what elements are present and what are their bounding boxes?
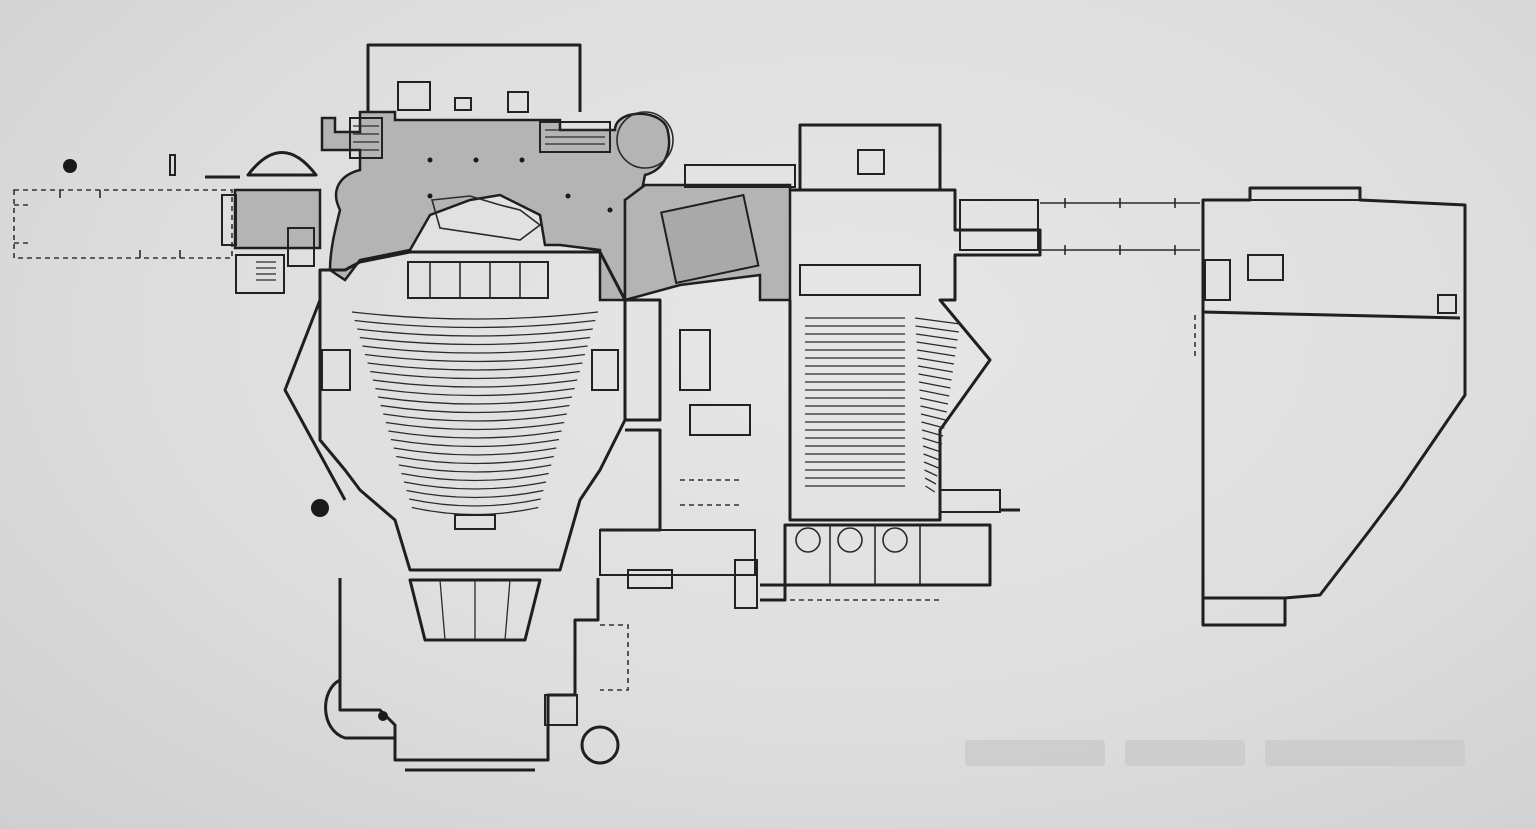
seat-row (922, 437, 943, 445)
seat-row (920, 413, 946, 421)
bleed-through-smudge (965, 740, 1465, 766)
seat-row (351, 311, 599, 320)
seat-row (920, 405, 947, 413)
seat-row (921, 429, 944, 437)
seat-row (357, 328, 593, 337)
seat-row (924, 469, 938, 477)
east-seating-rows (805, 317, 961, 493)
seat-row (919, 389, 950, 397)
entrance-pavilion (221, 151, 322, 294)
seat-row (383, 413, 567, 422)
seat-row (925, 485, 936, 493)
seat-row (403, 481, 547, 490)
seat-row (354, 319, 596, 329)
seat-row (385, 421, 565, 431)
seat-row (406, 489, 544, 499)
seat-row (370, 370, 580, 380)
column-marker (63, 159, 77, 173)
seat-row (923, 461, 939, 469)
lobby-stairs (349, 117, 611, 159)
east-block (1194, 186, 1467, 627)
seat-row (922, 445, 942, 453)
seat-row (377, 396, 573, 405)
seat-row (914, 317, 961, 325)
main-lobby (320, 110, 671, 302)
seat-row (396, 455, 554, 465)
seat-row (390, 438, 560, 448)
seat-row (359, 336, 591, 346)
lobby-columns (427, 157, 613, 213)
seat-row (375, 387, 575, 397)
seat-row (919, 397, 949, 405)
seating-rows (351, 311, 599, 516)
south-rehearsal-block (324, 578, 629, 772)
seat-row (918, 381, 951, 389)
east-theatre (760, 123, 1042, 602)
seat-row (409, 498, 541, 507)
seat-row (372, 379, 578, 388)
main-auditorium (283, 250, 627, 642)
seat-row (924, 477, 937, 485)
seat-row (398, 464, 552, 473)
seat-row (916, 341, 957, 349)
seat-row (411, 506, 539, 516)
seat-row (915, 333, 958, 341)
seat-row (923, 453, 940, 461)
seat-row (918, 373, 952, 381)
central-link (599, 164, 796, 609)
seat-row (916, 349, 956, 357)
seat-row (915, 325, 959, 333)
east-corridor (1040, 198, 1200, 255)
seat-row (380, 404, 570, 414)
seat-row (388, 430, 562, 439)
seat-row (917, 365, 953, 373)
seat-row (401, 472, 549, 482)
seat-row (364, 353, 586, 363)
seat-row (367, 362, 583, 371)
north-service-block (366, 43, 674, 169)
seat-row (917, 357, 955, 365)
seat-row (393, 447, 557, 456)
seat-row (921, 421, 945, 429)
west-annex (13, 154, 240, 259)
seat-row (362, 345, 588, 354)
